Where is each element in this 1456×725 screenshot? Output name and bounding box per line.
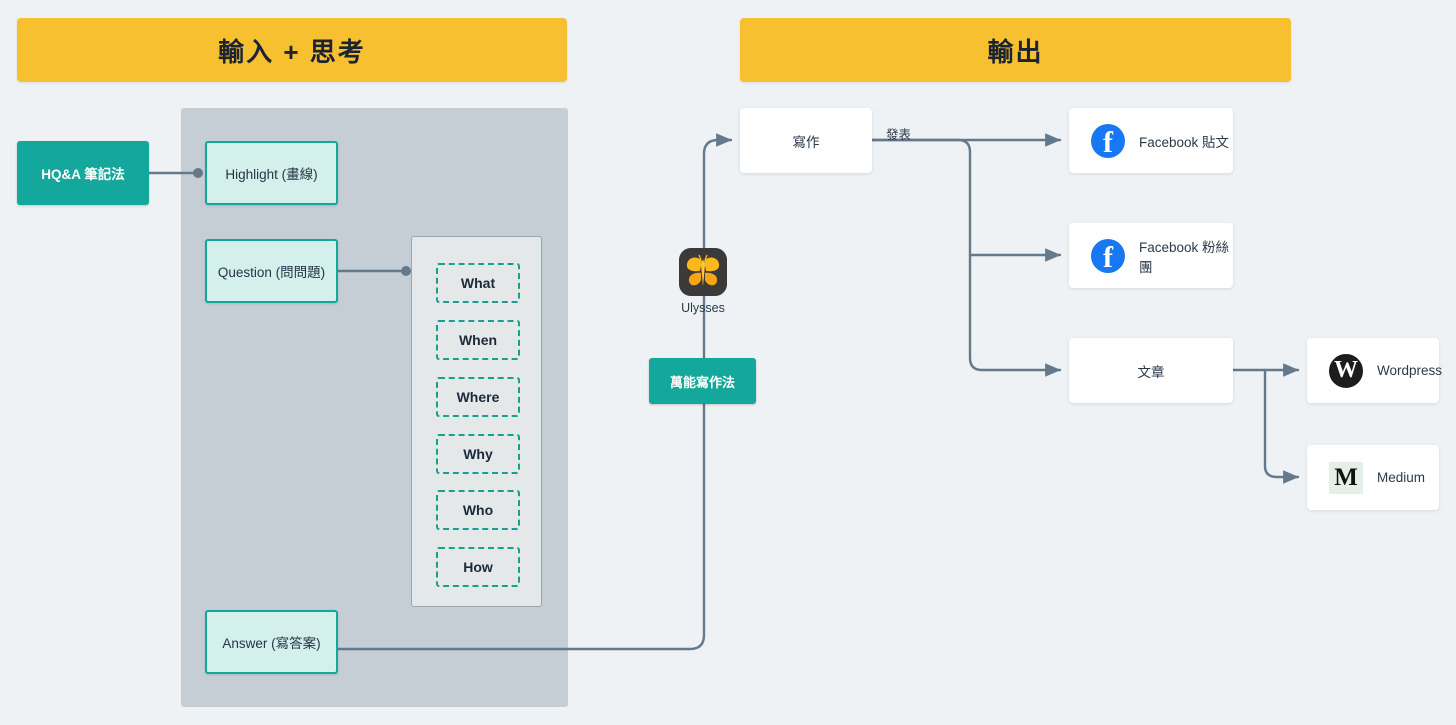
box-highlight-step[interactable]: Highlight (畫線) — [205, 141, 338, 205]
card-writing[interactable]: 寫作 — [740, 108, 872, 173]
card-medium[interactable]: M Medium — [1307, 445, 1439, 510]
card-facebook-page[interactable]: Facebook 粉絲團 — [1069, 223, 1233, 288]
question-words-container: What When Where Why Who How — [411, 236, 542, 607]
question-word-why[interactable]: Why — [436, 434, 520, 474]
box-hqa-note-method[interactable]: HQ&A 筆記法 — [17, 141, 149, 205]
ulysses-app-label: Ulysses — [681, 301, 725, 315]
box-universal-writing-method[interactable]: 萬能寫作法 — [649, 358, 756, 404]
card-wordpress-label: Wordpress — [1377, 363, 1443, 378]
card-facebook-page-label: Facebook 粉絲團 — [1139, 239, 1230, 275]
ulysses-butterfly-icon — [679, 248, 727, 296]
card-facebook-post[interactable]: Facebook 貼文 — [1069, 108, 1233, 173]
question-word-where[interactable]: Where — [436, 377, 520, 417]
card-wordpress[interactable]: W Wordpress — [1307, 338, 1443, 403]
wordpress-icon: W — [1329, 353, 1363, 388]
edge-label-publish: 發表 — [886, 128, 912, 142]
wire-writing-to-article — [870, 138, 1062, 377]
banner-input-thinking: 輸入 + 思考 — [17, 18, 567, 82]
card-medium-label: Medium — [1377, 470, 1426, 485]
banner-output: 輸出 — [740, 18, 1291, 82]
facebook-icon — [1091, 123, 1125, 160]
question-word-what[interactable]: What — [436, 263, 520, 303]
wire-article-to-medium — [1263, 368, 1300, 484]
medium-icon: M — [1329, 461, 1363, 494]
box-answer-step[interactable]: Answer (寫答案) — [205, 610, 338, 674]
question-word-when[interactable]: When — [436, 320, 520, 360]
ulysses-app[interactable]: Ulysses — [679, 248, 727, 315]
question-word-who[interactable]: Who — [436, 490, 520, 530]
card-facebook-post-label: Facebook 貼文 — [1139, 134, 1230, 150]
facebook-icon — [1091, 238, 1125, 275]
question-word-how[interactable]: How — [436, 547, 520, 587]
box-question-step[interactable]: Question (問問題) — [205, 239, 338, 303]
card-article[interactable]: 文章 — [1069, 338, 1233, 403]
